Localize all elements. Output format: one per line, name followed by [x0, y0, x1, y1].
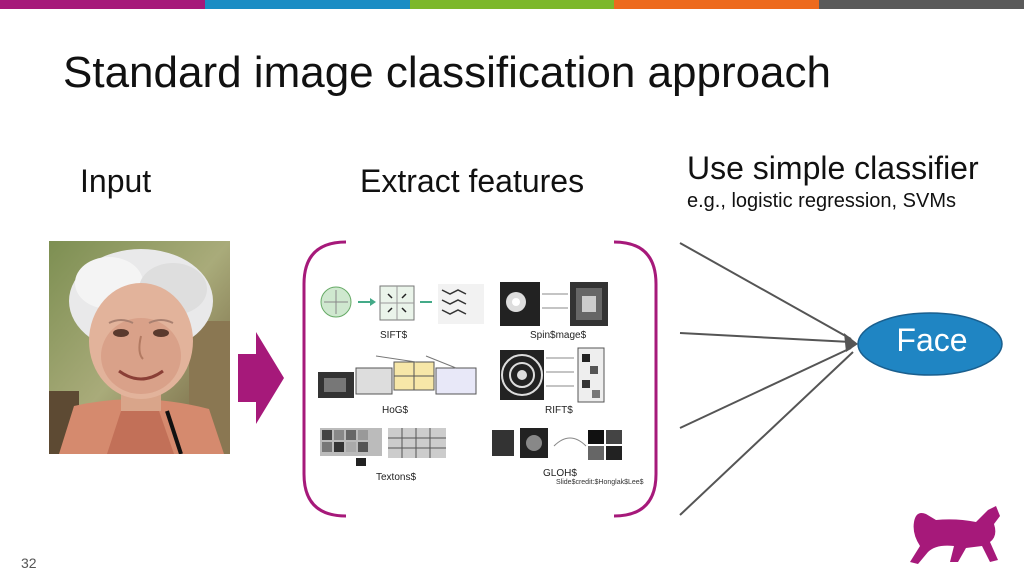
sift-thumbnail [320, 284, 484, 324]
sift-label: SIFT$ [380, 330, 408, 341]
slide-title: Standard image classification approach [63, 48, 832, 97]
dog-logo-icon [910, 506, 1000, 564]
face-ellipse [857, 312, 1003, 376]
bar-segment-gray [819, 0, 1024, 9]
bar-segment-green [409, 0, 615, 9]
input-arrow-icon [238, 332, 284, 424]
feature-examples-panel: SIFT$ Spin$mage$ HoG$ RIFT$ [300, 240, 660, 518]
bar-segment-orange [614, 0, 820, 9]
bar-segment-magenta [0, 0, 205, 9]
face-output-label: Face [896, 322, 968, 358]
top-color-bar [0, 0, 1024, 9]
rift-thumbnail [500, 347, 605, 403]
bracket-icon [302, 240, 658, 518]
classifier-sublabel: e.g., logistic regression, SVMs [687, 190, 956, 212]
rift-label: RIFT$ [545, 405, 573, 416]
classifier-label: Use simple classifier [687, 150, 979, 186]
spin-image-thumbnail [500, 282, 608, 326]
textons-label: Textons$ [376, 472, 417, 483]
hog-label: HoG$ [382, 405, 409, 416]
input-face-photo [49, 241, 230, 454]
gloh-thumbnail [492, 428, 622, 460]
input-label: Input [80, 163, 152, 199]
textons-thumbnail [320, 428, 446, 466]
gloh-label: GLOH$ [543, 468, 577, 479]
slide-credit: Slide$credit:$Honglak$Lee$ [556, 479, 644, 486]
page-number: 32 [21, 555, 37, 571]
bar-segment-blue [204, 0, 410, 9]
hog-thumbnail [318, 355, 477, 398]
spin-image-label: Spin$mage$ [530, 330, 587, 341]
extract-features-label: Extract features [360, 163, 585, 199]
